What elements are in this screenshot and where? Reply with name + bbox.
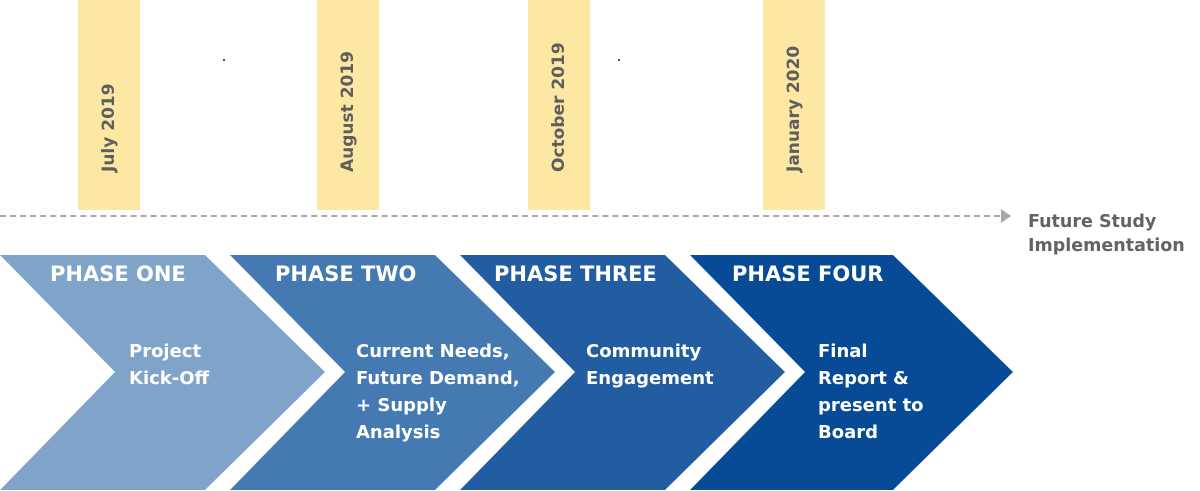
- phase-two-description: Current Needs, Future Demand, + Supply A…: [356, 341, 520, 443]
- arrow-right-icon: [1001, 209, 1011, 223]
- milestone-bar-august-2019: August 2019: [317, 0, 379, 210]
- phase-three-description: Community Engagement: [586, 341, 714, 389]
- future-study-label: Future Study Implementation: [1028, 210, 1185, 258]
- chevron-phase-one: [0, 255, 325, 490]
- phase-one-title: PHASE ONE: [50, 262, 186, 286]
- timeline-dashed-line: [0, 215, 1000, 217]
- future-line-2: Implementation: [1028, 236, 1185, 256]
- milestone-bar-july-2019: July 2019: [78, 0, 140, 210]
- milestone-bar-october-2019: October 2019: [528, 0, 590, 210]
- phase-one-description: Project Kick-Off: [129, 341, 210, 389]
- future-line-1: Future Study: [1028, 212, 1157, 232]
- phase-four-description: Final Report & present to Board: [818, 341, 924, 443]
- phase-three-title: PHASE THREE: [494, 262, 657, 286]
- phase-four-title: PHASE FOUR: [732, 262, 884, 286]
- chevron-phase-four: [690, 255, 1013, 490]
- phase-two-title: PHASE TWO: [275, 262, 417, 286]
- stray-dot: [618, 59, 620, 61]
- chevron-phase-two: [230, 255, 555, 490]
- milestone-bar-january-2020: January 2020: [763, 0, 825, 210]
- stray-dot: [223, 59, 225, 61]
- chevron-phase-three: [460, 255, 785, 490]
